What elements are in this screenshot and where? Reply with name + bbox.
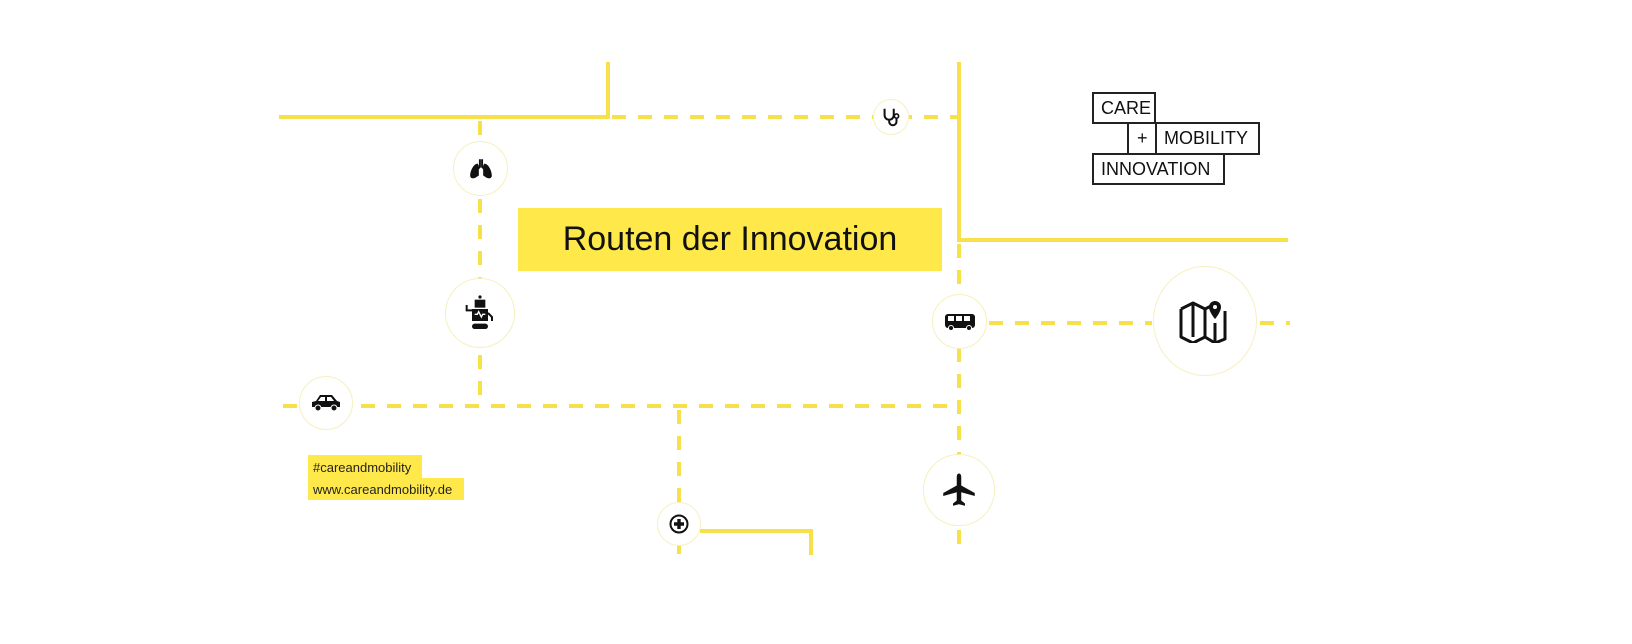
stethoscope-node: [873, 99, 909, 135]
robot-icon: [465, 295, 493, 329]
logo-innovation: INNOVATION: [1092, 153, 1225, 185]
solid-route-right: [957, 62, 1288, 242]
airplane-node: [923, 454, 995, 526]
map-node: [1153, 266, 1257, 376]
lungs-icon: [469, 158, 492, 178]
logo-mobility: MOBILITY: [1155, 122, 1260, 155]
map-pin-icon: [1179, 301, 1227, 343]
page-title: Routen der Innovation: [518, 208, 942, 271]
stethoscope-icon: [883, 108, 900, 127]
airplane-icon: [943, 473, 975, 506]
car-icon: [312, 395, 340, 412]
medical-cross-node: [657, 502, 701, 546]
medical-cross-icon: [669, 514, 689, 534]
logo-care: CARE: [1092, 92, 1156, 124]
bus-icon: [944, 313, 975, 331]
bus-node: [932, 294, 987, 349]
car-node: [299, 376, 353, 430]
logo-plus: +: [1127, 122, 1157, 155]
hashtag-label: #careandmobility: [308, 455, 422, 479]
solid-route-top-left: [279, 62, 610, 119]
lungs-node: [453, 141, 508, 196]
solid-route-bottom: [700, 529, 813, 555]
website-link[interactable]: www.careandmobility.de: [308, 478, 464, 500]
robot-node: [445, 278, 515, 348]
